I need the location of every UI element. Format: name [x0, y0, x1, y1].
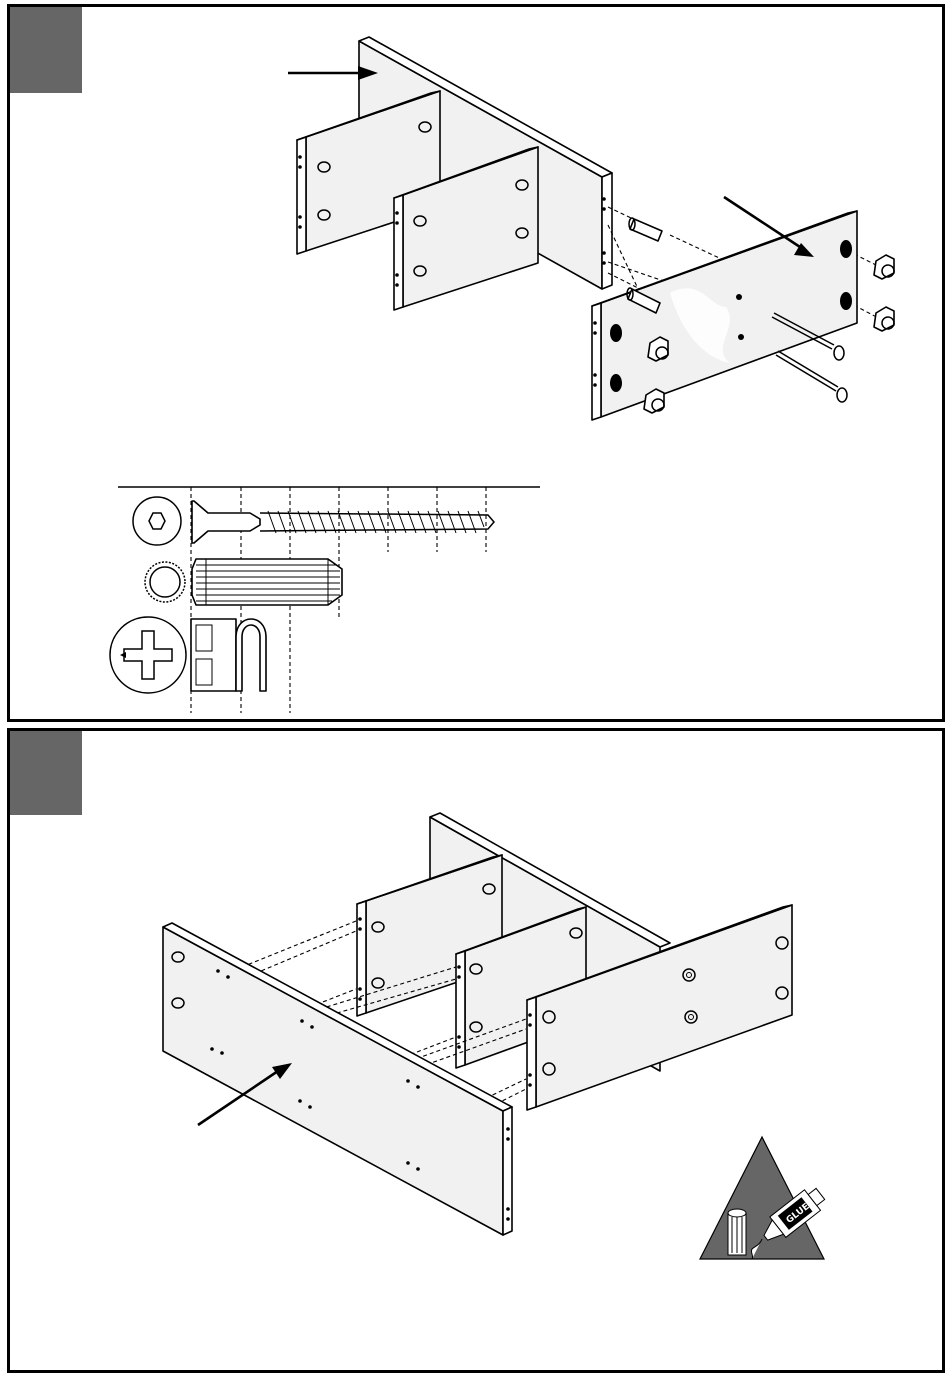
step-2-panel: GLUE	[7, 728, 945, 1373]
hardware-legend	[110, 487, 540, 713]
cam-fitting-icon	[191, 619, 236, 691]
step-1-diagram	[10, 7, 948, 725]
hex-head-icon	[133, 497, 181, 545]
glue-warning-icon: GLUE	[700, 1137, 828, 1259]
step-2-diagram: GLUE	[10, 731, 948, 1376]
dowel-end-icon	[145, 562, 185, 602]
step-1-panel	[7, 4, 945, 722]
side-panel	[592, 211, 857, 420]
